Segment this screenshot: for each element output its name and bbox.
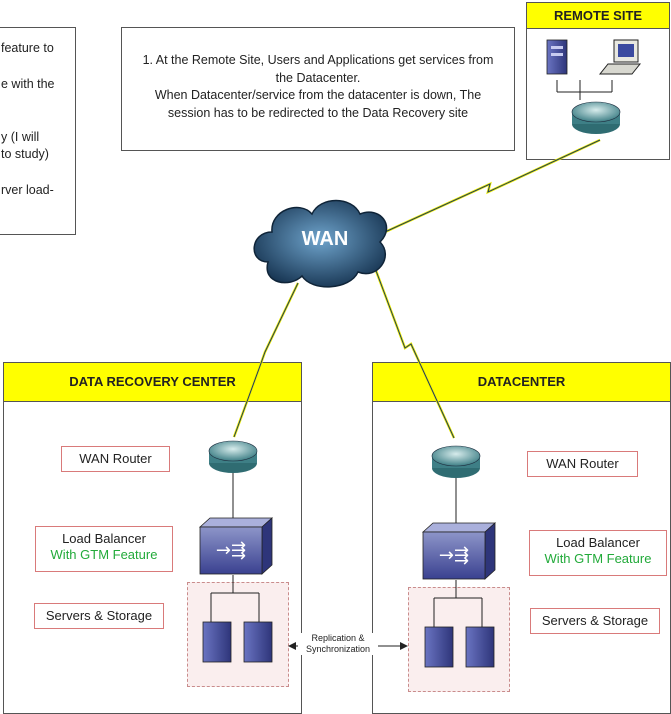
svg-text:→⇶: →⇶ — [439, 545, 469, 566]
wan-link-dc — [373, 267, 456, 439]
remote-workstation-icon — [598, 39, 642, 75]
left-note-line: rver load- — [1, 183, 54, 197]
drc-wan-router-label: WAN Router — [61, 446, 170, 472]
left-note-line: e with the — [1, 77, 55, 91]
drc-server-icon — [202, 621, 273, 663]
wan-label: WAN — [301, 228, 349, 250]
dc-wan-router-text: WAN Router — [546, 456, 619, 471]
drc-lb-line2: With GTM Feature — [50, 547, 158, 562]
drc-router-icon — [208, 440, 258, 473]
top-note-line: session has to be redirected to the Data… — [167, 105, 469, 120]
drc-servers-text: Servers & Storage — [45, 608, 153, 623]
dc-load-balancer-label: Load Balancer With GTM Feature — [529, 530, 667, 576]
top-note-box: 1. At the Remote Site, Users and Applica… — [121, 27, 515, 151]
remote-router-icon — [571, 101, 621, 134]
top-note-text: 1. At the Remote Site, Users and Applica… — [122, 52, 514, 122]
left-note-box: feature to e with the y (I will to study… — [0, 27, 76, 235]
dc-lb-line1: Load Balancer — [556, 535, 640, 550]
replication-label: Replication & Synchronization — [298, 633, 378, 655]
drc-servers-label: Servers & Storage — [34, 603, 164, 629]
top-note-line: When Datacenter/service from the datacen… — [154, 88, 482, 102]
svg-text:→⇶: →⇶ — [216, 540, 246, 561]
dc-server-icon — [424, 626, 495, 668]
wan-cloud-icon — [253, 199, 388, 288]
drc-title: DATA RECOVERY CENTER — [4, 363, 301, 402]
left-note-line: y (I will — [1, 130, 40, 144]
drc-lb-line1: Load Balancer — [62, 531, 146, 546]
dc-servers-text: Servers & Storage — [541, 613, 649, 628]
left-note-line: feature to — [1, 41, 54, 55]
drc-load-balancer-icon: →⇶ — [198, 517, 274, 575]
top-note-line: 1. At the Remote Site, Users and Applica… — [142, 53, 494, 67]
drc-wan-router-text: WAN Router — [79, 451, 152, 466]
dc-servers-label: Servers & Storage — [530, 608, 660, 634]
dc-lb-line2: With GTM Feature — [544, 551, 652, 566]
dc-router-icon — [431, 445, 481, 478]
dc-wan-router-label: WAN Router — [527, 451, 638, 477]
top-note-line: the Datacenter. — [275, 70, 361, 85]
dc-load-balancer-icon: →⇶ — [421, 522, 497, 580]
wan-link-remote — [384, 138, 601, 234]
remote-site-title: REMOTE SITE — [527, 3, 669, 29]
wan-link-drc — [232, 282, 300, 438]
replication-line1: Replication & — [311, 633, 365, 643]
drc-load-balancer-label: Load Balancer With GTM Feature — [35, 526, 173, 572]
left-note-line: to study) — [1, 147, 49, 161]
replication-line2: Synchronization — [305, 644, 371, 654]
remote-server-icon — [546, 39, 568, 75]
